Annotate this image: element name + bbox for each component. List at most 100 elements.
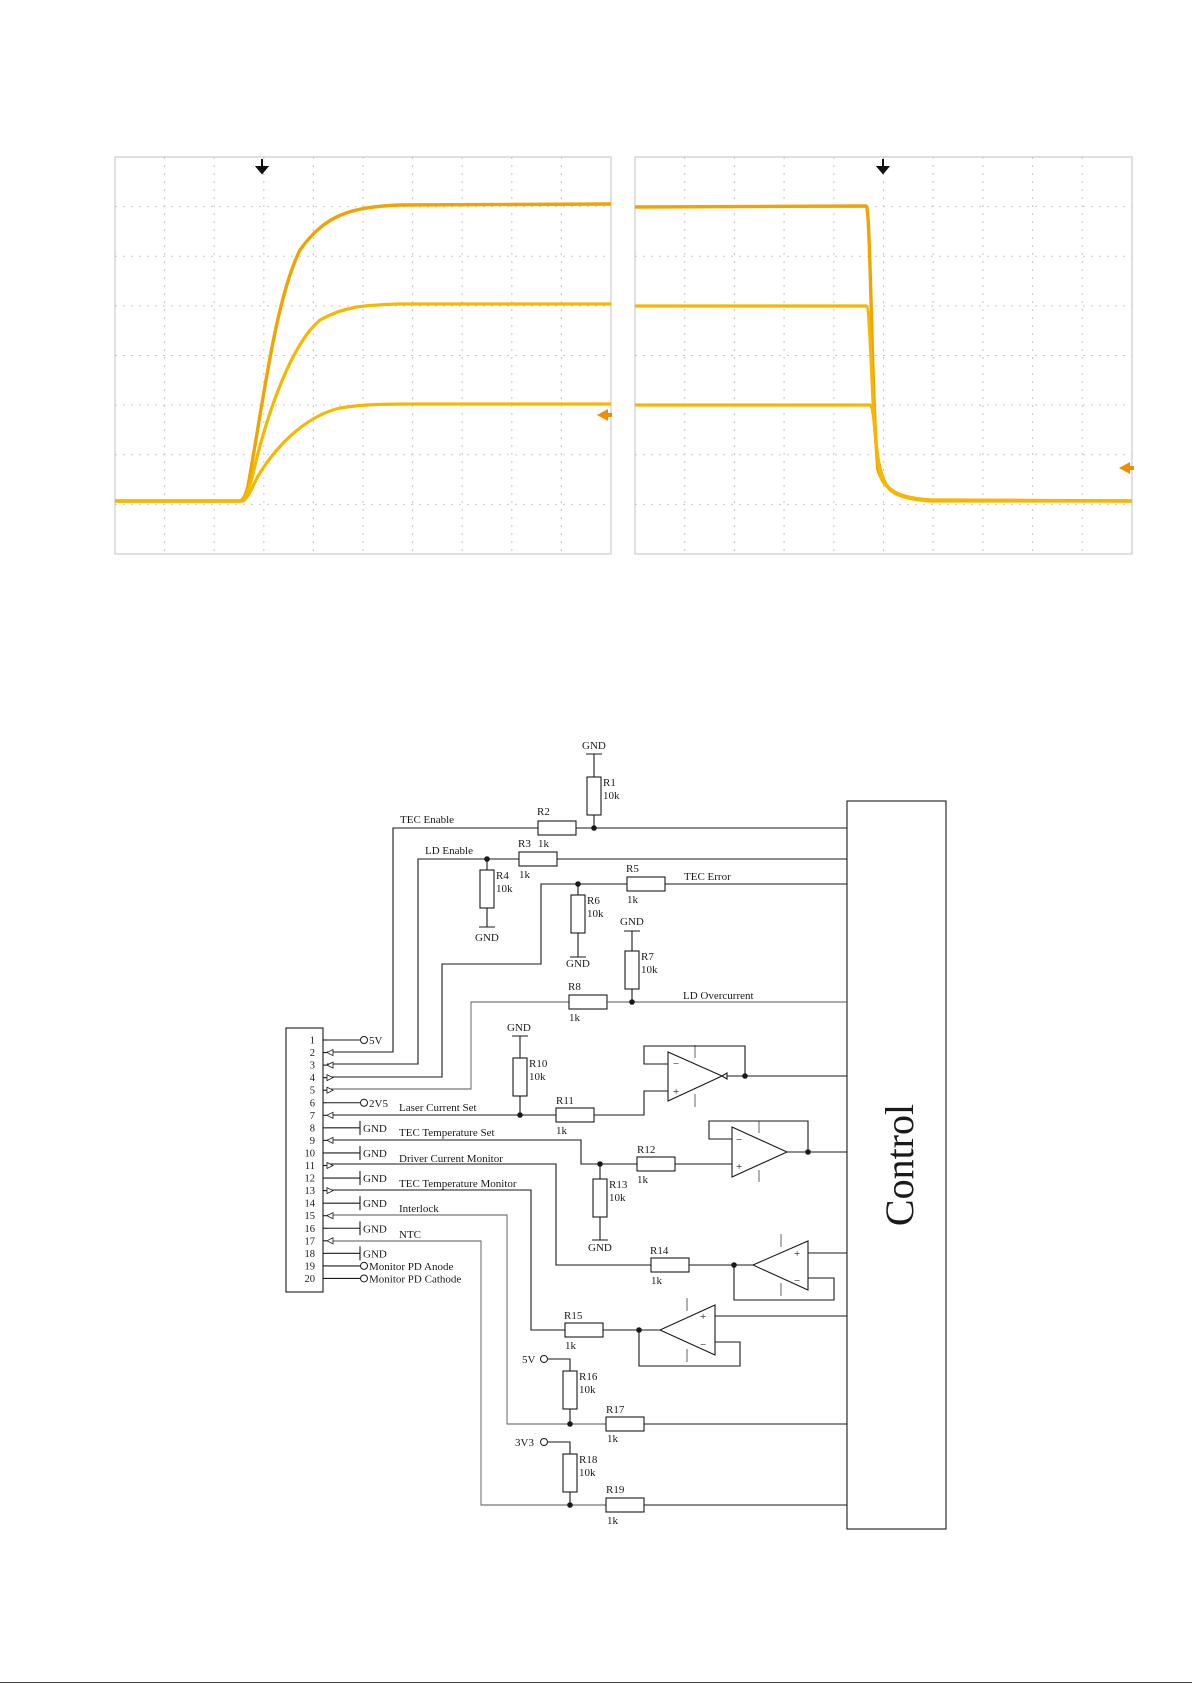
resistor-r2-name: R2 (537, 806, 550, 818)
resistor-r3-name: R3 (518, 838, 531, 850)
input-arrow-icon (326, 1111, 334, 1119)
resistor-r11-value: 1k (556, 1125, 568, 1137)
tec-temperature-monitor-net: TEC Temperature Monitor R15 1k + − (327, 1178, 847, 1367)
resistor-r18-name: R18 (579, 1454, 598, 1466)
connector-pin-number: 10 (305, 1148, 316, 1159)
resistor-r10-value: 10k (529, 1071, 546, 1083)
opamp-4 (658, 1304, 716, 1356)
opamp-1-minus: − (673, 1058, 679, 1070)
connector-pin-label: GND (363, 1198, 387, 1210)
tec-temperature-set-net: TEC Temperature Set R13 10k GND R12 1k −… (327, 1120, 847, 1254)
page-bottom-rule (0, 1682, 1192, 1683)
resistor-r8-value: 1k (569, 1012, 581, 1024)
scope-right (634, 156, 1134, 555)
output-arrow-icon (720, 1072, 728, 1080)
resistor-r12-value: 1k (637, 1174, 649, 1186)
resistor-r7-name: R7 (641, 951, 654, 963)
connector-pin-number: 11 (305, 1161, 315, 1172)
net-label-ntc: NTC (399, 1229, 421, 1241)
connector-pin-label: GND (363, 1148, 387, 1160)
gnd-label-r4: GND (475, 932, 499, 944)
resistor-r5-name: R5 (626, 863, 639, 875)
connector-pin-number: 12 (305, 1174, 316, 1185)
connector-block (285, 1027, 324, 1293)
input-arrow-icon (326, 1212, 334, 1220)
resistor-r16-name: R16 (579, 1371, 598, 1383)
resistor-r11-name: R11 (556, 1095, 574, 1107)
opamp-3 (751, 1240, 809, 1291)
ntc-net: NTC 3V3 R18 10k R19 1k (327, 1229, 847, 1527)
connector-pin-number: 8 (310, 1123, 315, 1134)
resistor-r11 (555, 1107, 595, 1123)
net-label-tec-temperature-monitor: TEC Temperature Monitor (399, 1178, 517, 1190)
connector-pin-number: 2 (310, 1048, 315, 1059)
net-label-tec-enable: TEC Enable (400, 814, 454, 826)
resistor-r16 (562, 1370, 578, 1410)
resistor-r3 (518, 851, 558, 867)
output-arrow-icon (326, 1186, 334, 1195)
resistor-r18-value: 10k (579, 1467, 596, 1479)
input-arrow-icon (326, 1136, 334, 1145)
gnd-label-r10: GND (507, 1022, 531, 1034)
resistor-r3-value: 1k (519, 869, 531, 881)
resistor-r14 (650, 1257, 690, 1273)
connector-pin-label: GND (363, 1223, 387, 1235)
output-arrow-icon (326, 1161, 334, 1170)
net-label-tec-temperature-set: TEC Temperature Set (399, 1127, 495, 1139)
resistor-r14-value: 1k (651, 1275, 663, 1287)
resistor-r1-name: R1 (603, 777, 616, 789)
input-arrow-icon (326, 1061, 334, 1069)
left-arrow-icon (1119, 462, 1134, 474)
connector-pin-number: 6 (310, 1098, 315, 1109)
scope-right-traces (634, 204, 1133, 503)
opamp-2 (731, 1126, 789, 1178)
connector-pin-number: 5 (310, 1086, 315, 1097)
output-arrow-icon (326, 1074, 334, 1082)
gnd-label-r6: GND (566, 958, 590, 970)
resistor-r10 (512, 1057, 528, 1097)
tec-enable-net: TEC Enable R2 1k R1 10k GND (327, 740, 847, 1053)
opamp-2-minus: − (736, 1134, 742, 1146)
opamp-4-minus: − (700, 1339, 706, 1351)
junction-dot (805, 1149, 811, 1155)
opamp-3-minus: − (794, 1275, 800, 1287)
connector-pin-number: 7 (310, 1111, 315, 1122)
input-arrow-icon (326, 1048, 334, 1057)
connector-pin-label: Monitor PD Cathode (369, 1273, 461, 1285)
junction-dot (567, 1421, 573, 1427)
ld-enable-net: LD Enable R3 1k R4 10k GND (327, 838, 847, 1065)
connector-pin-label: 5V (369, 1035, 383, 1047)
junction-dot (567, 1502, 573, 1508)
connector-pin-label: Monitor PD Anode (369, 1261, 453, 1273)
control-block (846, 800, 947, 1530)
opamp-2-plus: + (736, 1161, 742, 1173)
resistor-r16-value: 10k (579, 1384, 596, 1396)
resistor-r15 (564, 1322, 604, 1338)
resistor-r8 (568, 994, 608, 1010)
output-arrow-icon (326, 1086, 334, 1094)
connector-pin-number: 17 (305, 1236, 316, 1247)
resistor-r17-value: 1k (607, 1433, 619, 1445)
connector-pin-number: 14 (305, 1199, 316, 1210)
connector-pin-number: 1 (310, 1036, 315, 1047)
terminal-circle (540, 1438, 548, 1446)
resistor-r14-name: R14 (650, 1245, 669, 1257)
opamp-4-plus: + (700, 1311, 706, 1323)
resistor-r13-value: 10k (609, 1192, 626, 1204)
net-label-laser-current-set: Laser Current Set (399, 1102, 477, 1114)
connector-pin-label: GND (363, 1123, 387, 1135)
gnd-label-r7: GND (620, 916, 644, 928)
resistor-r12-name: R12 (637, 1144, 655, 1156)
connector-pin-number: 3 (310, 1061, 315, 1072)
scope-left-traces (115, 202, 612, 503)
resistor-r13-name: R13 (609, 1179, 628, 1191)
connector-pin-number: 15 (305, 1211, 316, 1222)
resistor-r5 (626, 876, 666, 892)
resistor-r17-name: R17 (606, 1404, 625, 1416)
interlock-net: Interlock 5V R16 10k R17 1k (327, 1203, 847, 1445)
scope-right-grid (635, 157, 1132, 554)
resistor-r13 (592, 1178, 608, 1218)
